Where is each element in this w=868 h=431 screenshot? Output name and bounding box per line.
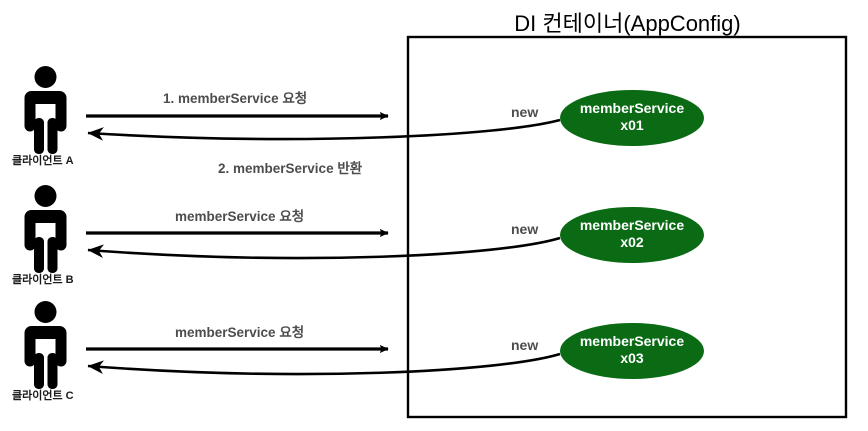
client-label-c: 클라이언트 C [12,390,74,402]
return-curve-client-a [87,118,561,141]
client-label-b: 클라이언트 B [12,274,74,286]
bean-ellipse-x03[interactable] [560,323,704,379]
return-curve-client-b [87,236,561,260]
client-label-a: 클라이언트 A [12,155,74,167]
person-icon-client-a [24,66,67,154]
bean-ellipse-x01[interactable] [560,90,704,146]
request-label-b: memberService 요청 [175,209,305,224]
new-label-a: new [511,104,539,120]
return-curve-client-c [87,352,561,376]
person-icon-client-c [24,301,67,389]
request-label-c: memberService 요청 [175,325,305,340]
return-label-a: 2. memberService 반환 [218,161,363,176]
new-label-b: new [511,221,539,237]
person-icon-client-b [24,185,67,273]
new-label-c: new [511,337,539,353]
di-container-title: DI 컨테이너(AppConfig) [514,11,741,36]
bean-ellipse-x02[interactable] [560,207,704,263]
request-label-a: 1. memberService 요청 [163,91,308,106]
